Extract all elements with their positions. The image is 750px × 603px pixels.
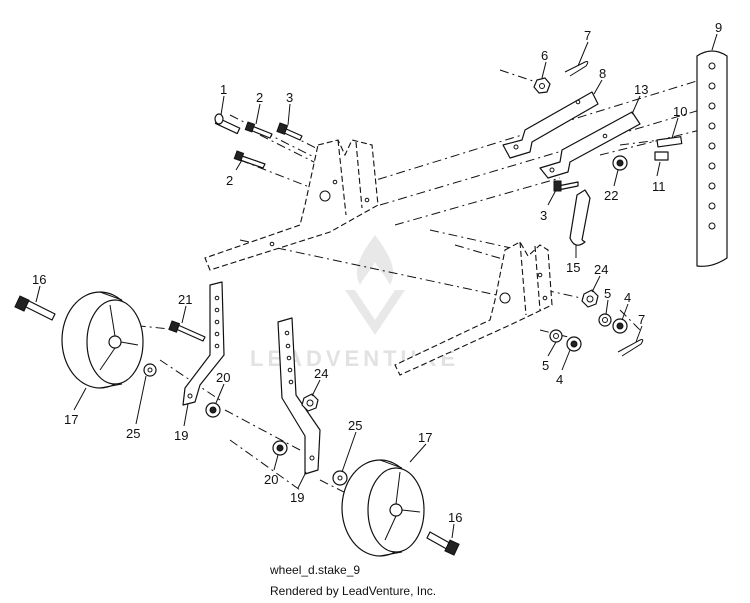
callout-4-lower: 4: [556, 372, 563, 387]
callout-5-lower: 5: [542, 358, 549, 373]
callout-16-lower: 16: [448, 510, 462, 525]
callout-10: 10: [673, 104, 687, 119]
wheel-left: [14, 291, 157, 389]
callout-2: 2: [256, 90, 263, 105]
callout-25: 25: [126, 426, 140, 441]
tiller-frame-left: [204, 139, 379, 271]
wheel-bracket-left: [182, 281, 225, 406]
stake-bracket-8: [502, 91, 599, 159]
callout-15: 15: [566, 260, 580, 275]
callout-1: 1: [220, 82, 227, 97]
callout-numbers: 1 2 3 2 6 7 8 9 13 10 11 3 22 15 24 5 4 …: [32, 20, 722, 525]
callout-9: 9: [715, 20, 722, 35]
callout-3: 3: [286, 90, 293, 105]
callout-17: 17: [64, 412, 78, 427]
callout-4: 4: [624, 290, 631, 305]
callout-20: 20: [216, 370, 230, 385]
callout-13: 13: [634, 82, 648, 97]
diagram-id-label: wheel_d.stake_9: [270, 563, 361, 577]
hardware-upper: [214, 61, 683, 192]
callout-25-lower: 25: [348, 418, 362, 433]
stake-bracket-13: [539, 111, 641, 179]
wheel-bracket-right: [277, 317, 321, 475]
callout-20-lower: 20: [264, 472, 278, 487]
stake-clip-15: [569, 189, 591, 246]
callout-7: 7: [584, 28, 591, 43]
callout-22: 22: [604, 188, 618, 203]
callout-19: 19: [174, 428, 188, 443]
wheel-right: [341, 459, 460, 557]
callout-5: 5: [604, 286, 611, 301]
callout-3-right: 3: [540, 208, 547, 223]
callout-24-lower: 24: [314, 366, 328, 381]
hardware-right: [549, 289, 644, 357]
callout-2-lower: 2: [226, 173, 233, 188]
callout-8: 8: [599, 66, 606, 81]
hardware-lower-left: [168, 320, 348, 486]
callout-11: 11: [652, 179, 666, 194]
callout-21: 21: [178, 292, 192, 307]
render-credit: Rendered by LeadVenture, Inc.: [270, 584, 437, 598]
callout-17-lower: 17: [418, 430, 432, 445]
tiller-frame-right: [394, 241, 553, 376]
callout-6: 6: [541, 48, 548, 63]
callout-19-lower: 19: [290, 490, 304, 505]
callout-16: 16: [32, 272, 46, 287]
depth-stake: [696, 50, 728, 267]
callout-7-lower: 7: [638, 312, 645, 327]
leader-lines: [35, 33, 718, 539]
callout-24: 24: [594, 262, 608, 277]
